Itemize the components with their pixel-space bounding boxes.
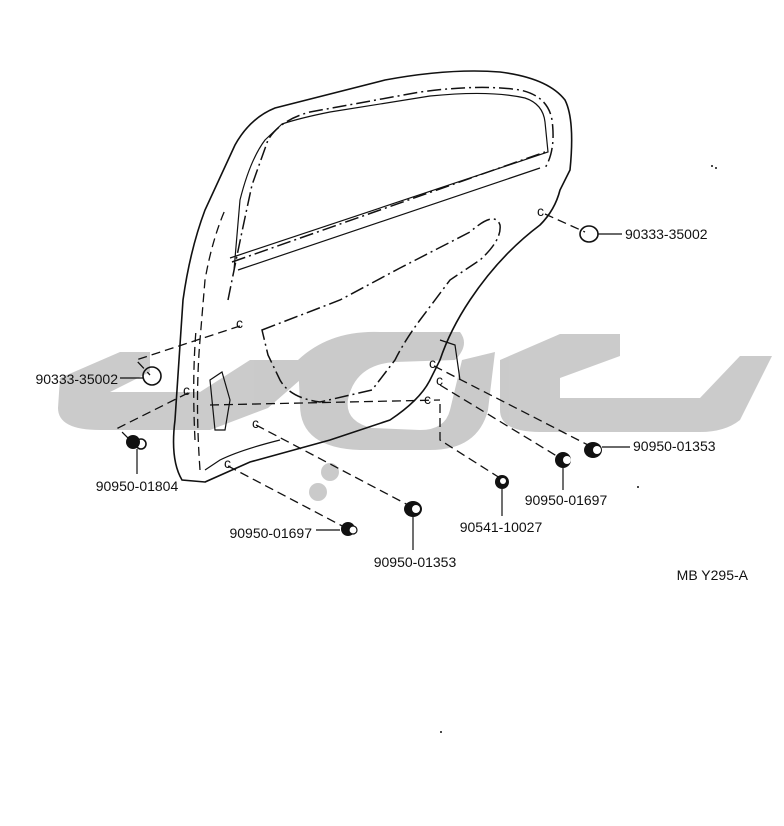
part-label-p6: 90541-10027 <box>460 519 543 535</box>
svg-text:c: c <box>429 355 436 371</box>
svg-text:c: c <box>183 382 190 398</box>
plug-icon-p6 <box>495 475 509 489</box>
svg-text:c: c <box>424 391 431 407</box>
svg-text:c: c <box>436 372 443 388</box>
grommet-icon-p5 <box>404 501 422 517</box>
part-label-p4: 90950-01697 <box>229 525 312 541</box>
grommet-icon-p8 <box>584 442 602 458</box>
grommet-icon-p3 <box>126 435 147 450</box>
svg-text:c: c <box>236 315 243 331</box>
diagram-code: MB Y295-A <box>677 567 749 583</box>
mounting-holes: c c c c c c c c <box>183 203 544 471</box>
part-label-p8: 90950-01353 <box>633 438 716 454</box>
svg-text:c: c <box>537 203 544 219</box>
clip-icon-p4 <box>341 522 358 536</box>
svg-text:c: c <box>252 415 259 431</box>
scan-specks <box>440 165 717 733</box>
part-label-p2: 90333-35002 <box>35 371 118 387</box>
part-label-p3: 90950-01804 <box>96 478 179 494</box>
plug-icon-p1 <box>579 225 599 243</box>
clip-icon-p7 <box>555 452 571 468</box>
leader-lines <box>120 233 630 550</box>
part-label-p5: 90950-01353 <box>374 554 457 570</box>
assembly-guides <box>116 213 591 529</box>
part-label-p7: 90950-01697 <box>525 492 608 508</box>
svg-text:c: c <box>224 455 231 471</box>
watermark-logo <box>58 331 772 501</box>
plug-icon-p2 <box>142 366 162 386</box>
rear-door-outline <box>172 70 573 483</box>
part-label-p1: 90333-35002 <box>625 226 708 242</box>
part-labels: 90333-35002 90333-35002 90950-01804 9095… <box>35 226 715 570</box>
